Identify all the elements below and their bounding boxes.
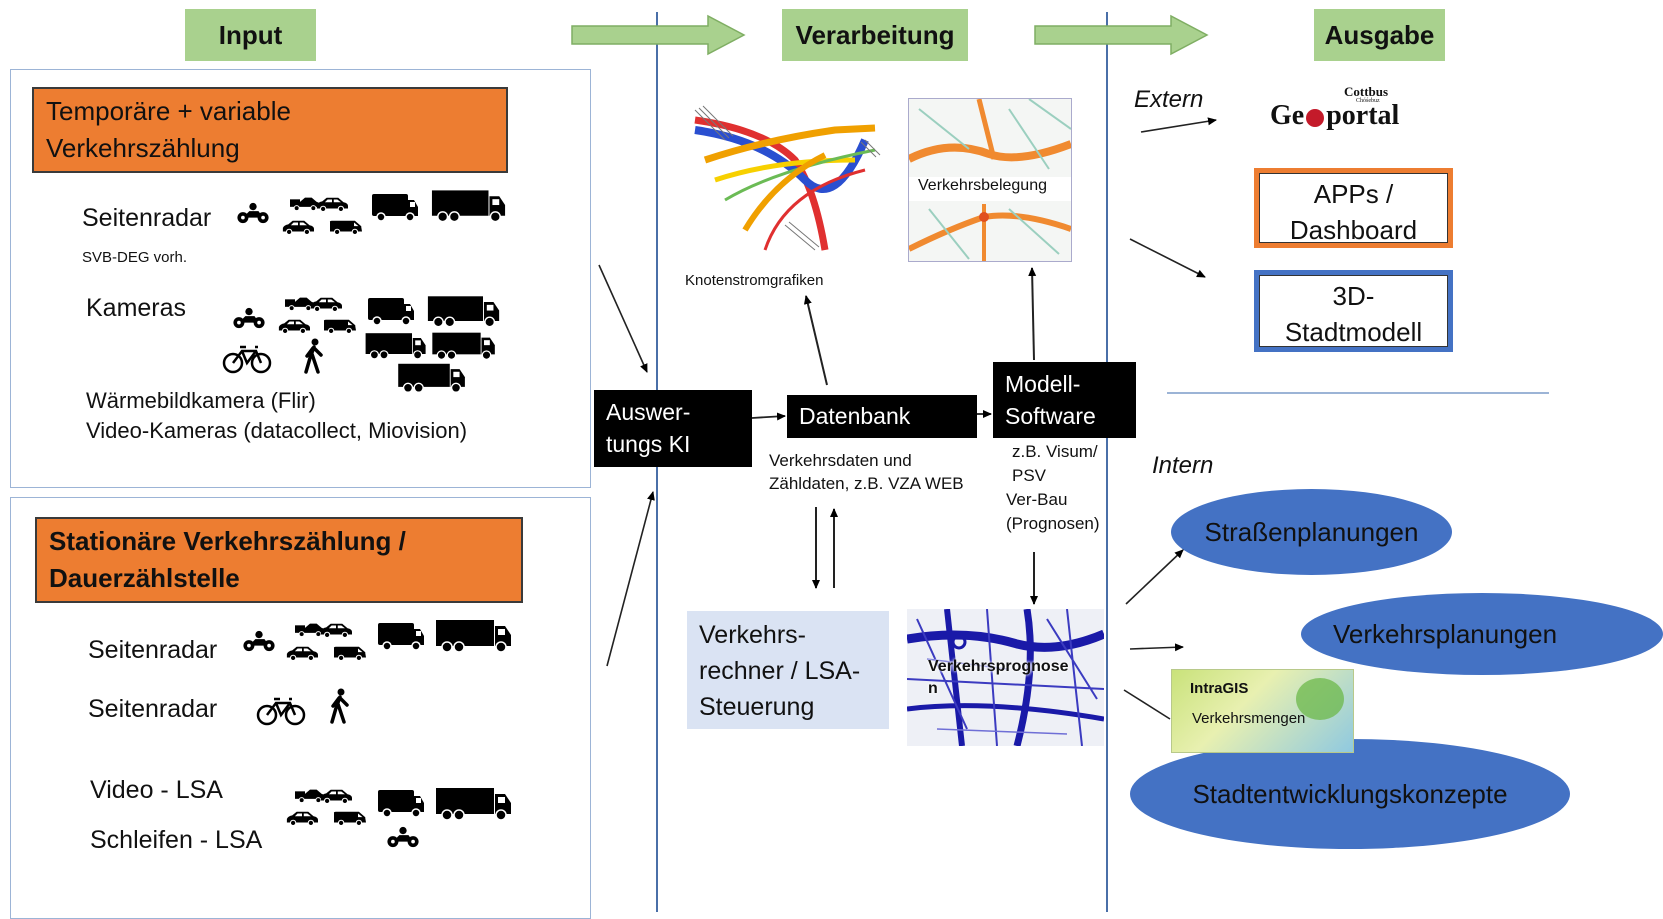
modell-note-line-2: PSV [1012, 466, 1047, 485]
verkehrsrechner-line-1: Verkehrs- [699, 621, 806, 649]
intragis-sub: Verkehrsmengen [1192, 710, 1306, 727]
verkehrsplanungen-label: Verkehrsplanungen [1333, 618, 1558, 649]
auswertung-line-1: Auswer- [606, 399, 691, 425]
header-ausgabe: Ausgabe [1314, 9, 1445, 61]
verkehrsprognose-label: Verkehrsprognose n [928, 656, 1069, 700]
datenbank-note: Verkehrsdaten und Zähldaten, z.B. VZA WE… [769, 449, 964, 495]
modell-note-line-3: Ver-Bau [1006, 490, 1068, 509]
stadtmodell-line-2: Stadtmodell [1284, 317, 1423, 347]
geoportal-globe-icon [1306, 108, 1325, 127]
datenbank-label: Datenbank [799, 403, 911, 429]
datenbank-note-line-2: Zähldaten, z.B. VZA WEB [769, 474, 964, 493]
extern-label: Extern [1134, 86, 1204, 113]
intragis-globe-icon [1296, 678, 1344, 720]
extern-intern-separator [1167, 392, 1549, 394]
intragis-tile: IntraGIS Verkehrsmengen [1171, 669, 1354, 753]
modell-line-1: Modell- [1005, 371, 1081, 397]
stadtmodell-line-1: 3D- [1332, 281, 1375, 311]
header-arrow-2 [1034, 14, 1209, 56]
stat-count-box: Stationäre Verkehrszählung / Dauerzählst… [35, 517, 523, 603]
knotenstrom-graphic [694, 105, 881, 251]
divider-2 [1106, 12, 1108, 912]
geoportal-right: portal [1326, 100, 1400, 131]
strassenplanungen-ellipse: Straßenplanungen [1171, 489, 1452, 575]
seitenradar-label-3: Seitenradar [88, 695, 218, 723]
seitenradar-label-2: Seitenradar [88, 636, 218, 664]
geoportal-logo: Cottbus Chóśebuz Ge portal [1270, 84, 1420, 140]
geoportal-sub: Chóśebuz [1356, 98, 1380, 104]
verkehrsbelegung-map [908, 98, 1072, 262]
video-lsa-label: Video - LSA [90, 776, 223, 804]
datenbank-note-line-1: Verkehrsdaten und [769, 451, 912, 470]
geoportal-city: Cottbus [1344, 84, 1389, 99]
verkehrsrechner-box: Verkehrs- rechner / LSA- Steuerung [687, 611, 889, 729]
intern-label: Intern [1152, 452, 1214, 479]
verkehrsprognose-line-2: n [928, 680, 938, 697]
schleifen-lsa-label: Schleifen - LSA [90, 826, 263, 854]
stat-count-line-2: Dauerzählstelle [49, 563, 240, 593]
strassenplanungen-label: Straßenplanungen [1204, 516, 1419, 547]
verkehrsbelegung-label: Verkehrsbelegung [918, 177, 1047, 194]
verkehrsrechner-line-3: Steuerung [699, 693, 815, 721]
temp-count-line-1: Temporäre + variable [46, 96, 291, 126]
stadtmodell-box: 3D- Stadtmodell [1254, 270, 1453, 352]
verkehrsprognose-line-1: Verkehrsprognose [928, 658, 1069, 675]
intragis-title: IntraGIS [1190, 680, 1249, 697]
stadtentwicklung-label: Stadtentwicklungskonzepte [1192, 778, 1508, 809]
apps-dashboard-box: APPs / Dashboard [1254, 168, 1453, 248]
modell-note-line-4: (Prognosen) [1006, 514, 1100, 533]
temp-count-line-2: Verkehrszählung [46, 133, 240, 163]
geoportal-wordmark: Ge portal [1270, 100, 1399, 132]
modell-line-2: Software [1005, 403, 1096, 429]
apps-line-2: Dashboard [1289, 215, 1418, 245]
header-verarbeitung: Verarbeitung [782, 9, 968, 61]
datenbank-box: Datenbank [787, 395, 977, 438]
modell-note-line-1: z.B. Visum/ [1012, 442, 1098, 461]
auswertung-ki-box: Auswer- tungs KI [594, 390, 752, 467]
verkehrsplanungen-ellipse: Verkehrsplanungen [1301, 593, 1663, 675]
auswertung-line-2: tungs KI [606, 431, 691, 457]
kameras-label: Kameras [86, 294, 187, 322]
waermebild-label: Wärmebildkamera (Flir) [86, 388, 316, 413]
stat-count-line-1: Stationäre Verkehrszählung / [49, 526, 406, 556]
modell-note: z.B. Visum/ PSV Ver-Bau (Prognosen) [1006, 440, 1100, 536]
svb-note: SVB-DEG vorh. [82, 249, 188, 266]
header-input: Input [185, 9, 316, 61]
video-kameras-label: Video-Kameras (datacollect, Miovision) [86, 418, 468, 443]
seitenradar-label-1: Seitenradar [82, 204, 212, 232]
stadtentwicklung-ellipse: Stadtentwicklungskonzepte [1130, 739, 1570, 849]
temp-count-box: Temporäre + variable Verkehrszählung [32, 87, 508, 173]
header-arrow-1 [571, 14, 746, 56]
apps-line-1: APPs / [1313, 179, 1394, 209]
verkehrsprognose-map [907, 609, 1104, 746]
modell-software-box: Modell- Software [993, 362, 1136, 438]
geoportal-left: Ge [1270, 100, 1305, 131]
knotenstrom-label: Knotenstromgrafiken [685, 272, 824, 289]
verkehrsrechner-line-2: rechner / LSA- [699, 657, 861, 685]
